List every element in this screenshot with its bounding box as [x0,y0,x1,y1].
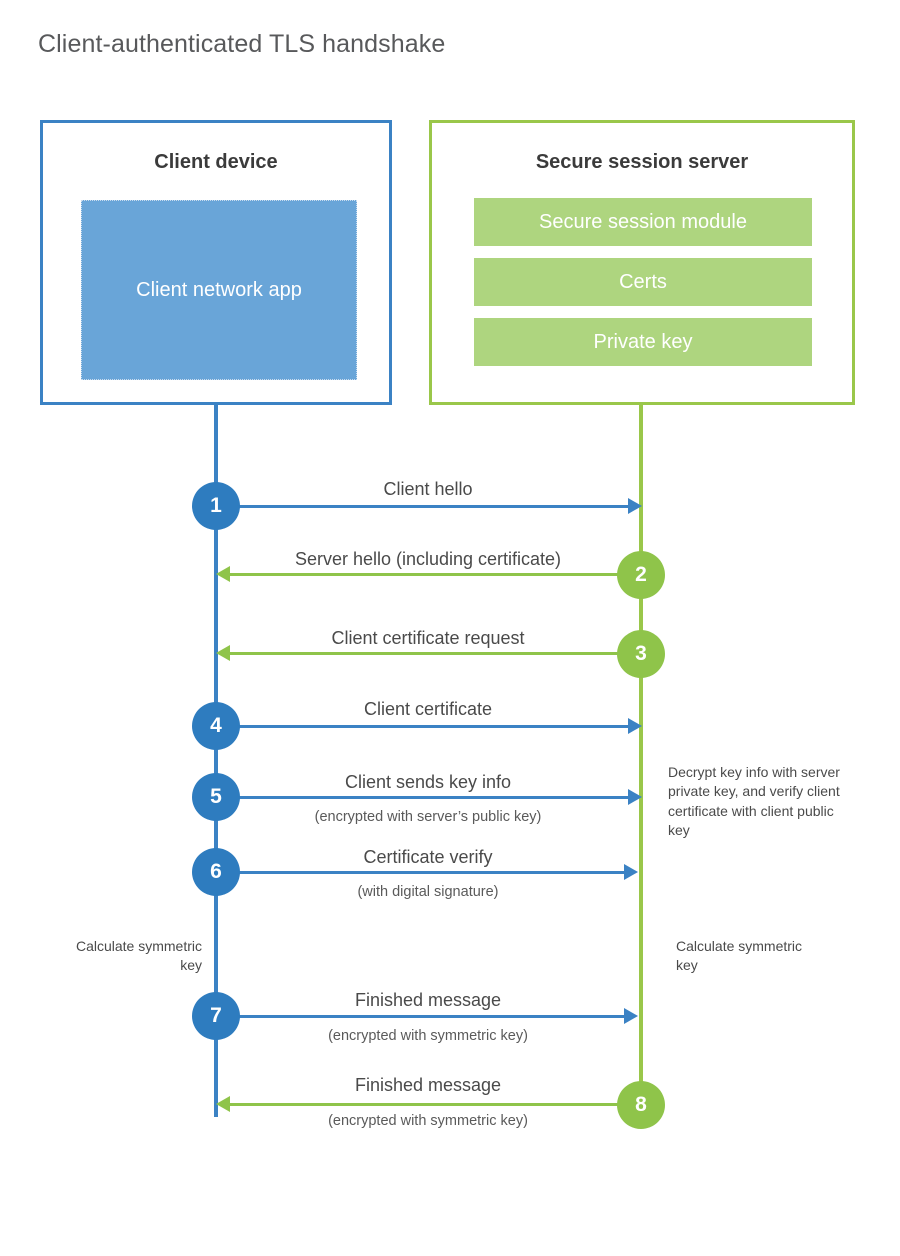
message-sublabel-step-6: (with digital signature) [357,884,499,900]
arrow-line-step-2 [228,573,641,576]
message-label-step-2: Server hello (including certificate) [294,549,562,569]
message-label-step-4: Client certificate [363,699,493,719]
arrow-line-step-7 [216,1015,626,1018]
server-module-list: Secure session module Certs Private key [474,198,812,366]
message-label-step-7: Finished message [354,990,502,1010]
arrow-line-step-8 [228,1103,641,1106]
arrow-line-step-1 [216,505,630,508]
note-server-calculate-symmetric-key: Calculate symmetric key [676,938,803,974]
arrow-line-step-4 [216,725,630,728]
note-client-calculate-symmetric-key: Calculate symmetric key [75,938,202,974]
step-circle-7[interactable]: 7 [192,992,240,1040]
client-device-title: Client device [154,151,278,173]
server-module-private-key: Private key [474,318,812,366]
step-circle-3[interactable]: 3 [617,630,665,678]
page-title: Client-authenticated TLS handshake [38,30,446,58]
client-device-box: Client device Client network app [40,120,392,405]
message-label-step-8: Finished message [354,1075,502,1095]
step-circle-2[interactable]: 2 [617,551,665,599]
server-module-secure-session-module: Secure session module [474,198,812,246]
arrow-head-step-3 [216,645,230,661]
step-circle-8[interactable]: 8 [617,1081,665,1129]
arrow-line-step-3 [228,652,641,655]
note-server-decrypt-verify: Decrypt key info with server private key… [668,764,840,838]
client-lifeline [214,405,218,1117]
step-circle-4[interactable]: 4 [192,702,240,750]
step-circle-5[interactable]: 5 [192,773,240,821]
step-circle-1[interactable]: 1 [192,482,240,530]
message-label-step-1: Client hello [383,479,473,499]
message-label-step-3: Client certificate request [331,628,525,648]
message-sublabel-step-8: (encrypted with symmetric key) [328,1113,528,1129]
arrow-head-step-1 [628,498,642,514]
arrow-head-step-8 [216,1096,230,1112]
client-network-app-block: Client network app [81,200,357,380]
message-sublabel-step-7: (encrypted with symmetric key) [328,1028,528,1044]
arrow-line-step-5 [216,796,630,799]
arrow-head-step-6 [624,864,638,880]
arrow-head-step-5 [628,789,642,805]
message-label-step-6: Certificate verify [363,847,493,867]
message-label-step-5: Client sends key info [344,772,512,792]
arrow-head-step-4 [628,718,642,734]
secure-session-server-box: Secure session server Secure session mod… [429,120,855,405]
step-circle-6[interactable]: 6 [192,848,240,896]
secure-session-server-title: Secure session server [535,151,749,173]
server-module-certs: Certs [474,258,812,306]
arrow-head-step-2 [216,566,230,582]
message-sublabel-step-5: (encrypted with server’s public key) [314,809,542,825]
arrow-line-step-6 [216,871,626,874]
server-lifeline [639,405,643,1105]
arrow-head-step-7 [624,1008,638,1024]
